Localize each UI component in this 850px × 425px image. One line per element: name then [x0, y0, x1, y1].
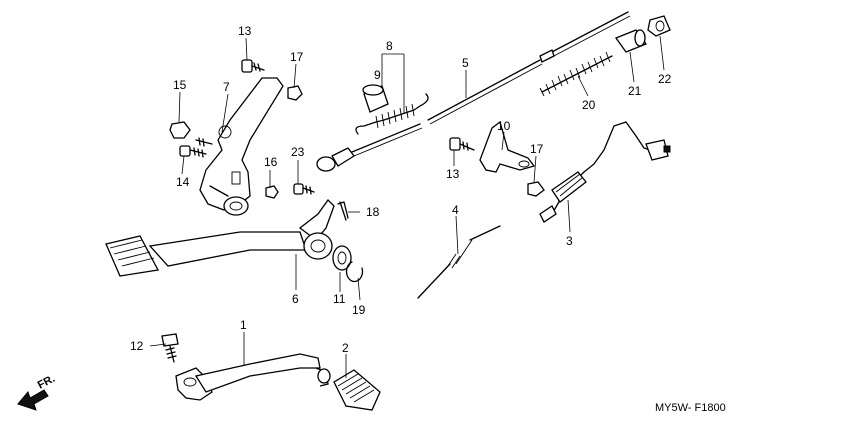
callout-12: 12 — [130, 339, 144, 353]
brake-pedal — [105, 198, 335, 277]
callout-17-right: 17 — [530, 142, 544, 156]
brake-rod-5 — [316, 11, 631, 172]
front-direction-label: FR. — [36, 373, 57, 392]
nut-22 — [647, 15, 671, 37]
callout-6: 6 — [292, 292, 299, 306]
washer-11 — [332, 245, 352, 271]
callout-4: 4 — [452, 203, 459, 217]
nut-15 — [169, 121, 191, 139]
callout-20: 20 — [582, 98, 596, 112]
callout-2: 2 — [342, 341, 349, 355]
bolt-13-right — [449, 137, 475, 151]
spring-20 — [539, 51, 613, 97]
callout-8: 8 — [386, 39, 393, 53]
nut-17-left — [287, 85, 303, 101]
callout-21: 21 — [628, 84, 642, 98]
spring-rod-4 — [417, 225, 501, 299]
collar-21 — [614, 29, 648, 53]
callout-23: 23 — [291, 145, 305, 159]
sleeve-9 — [362, 84, 389, 113]
callout-15: 15 — [173, 78, 187, 92]
callout-9: 9 — [374, 68, 381, 82]
bracket-plate — [199, 77, 284, 216]
callout-18: 18 — [366, 205, 380, 219]
bracket-10 — [479, 120, 536, 173]
callout-5: 5 — [462, 56, 469, 70]
gearshift-pedal-1 — [175, 353, 331, 401]
leader-lines — [149, 35, 665, 378]
bolt-12 — [161, 333, 179, 363]
callout-13-right: 13 — [446, 167, 460, 181]
front-direction-arrow — [17, 389, 49, 411]
callout-17-left: 17 — [290, 50, 304, 64]
stop-switch-3 — [539, 121, 671, 223]
callout-11: 11 — [333, 292, 346, 306]
pedal-rubber-2 — [333, 369, 381, 411]
bolt-23 — [293, 183, 315, 195]
diagram-code: MY5W- F1800 — [655, 402, 726, 414]
callout-numbers: 13 17 15 7 14 16 23 18 6 11 19 8 9 5 10 … — [130, 24, 672, 355]
callout-14: 14 — [176, 175, 190, 189]
stud — [195, 137, 213, 147]
callout-19: 19 — [352, 303, 366, 317]
callout-3: 3 — [566, 234, 573, 248]
nut-16 — [265, 185, 279, 199]
clip-19 — [345, 261, 364, 283]
callout-16: 16 — [264, 155, 278, 169]
pin-18 — [337, 201, 349, 221]
bolt-13-top — [241, 59, 265, 73]
bolt-14 — [179, 145, 207, 158]
callout-1: 1 — [240, 318, 247, 332]
callout-10: 10 — [497, 119, 511, 133]
callout-13-top: 13 — [238, 24, 252, 38]
callout-22: 22 — [658, 72, 672, 86]
spring-8 — [355, 93, 429, 135]
callout-7: 7 — [223, 80, 230, 94]
nut-17-right — [527, 181, 545, 197]
